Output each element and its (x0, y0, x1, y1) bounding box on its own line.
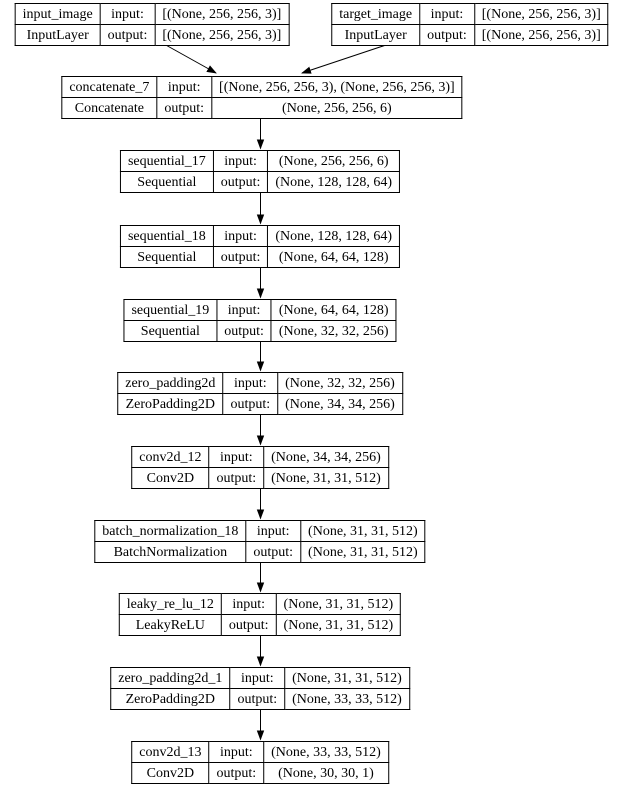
layer-name: leaky_re_lu_12 (118, 593, 222, 615)
layer-type: Sequential (119, 171, 214, 193)
layer-type: ZeroPadding2D (110, 688, 231, 710)
layer-type: Sequential (123, 320, 218, 342)
layer-name: sequential_18 (119, 225, 214, 247)
layer-node-conv2d_13: conv2d_13 input: (None, 33, 33, 512) Con… (131, 741, 389, 784)
output-label: output: (419, 24, 475, 46)
layer-name: batch_normalization_18 (94, 520, 247, 542)
input-label: input: (212, 150, 269, 172)
input-label: input: (222, 372, 279, 394)
output-label: output: (212, 171, 269, 193)
input-shape: (None, 31, 31, 512) (300, 520, 426, 542)
layer-type: Concatenate (61, 97, 158, 119)
input-label: input: (208, 446, 265, 468)
layer-type: BatchNormalization (94, 541, 247, 563)
layer-node-concatenate_7: concatenate_7 input: [(None, 256, 256, 3… (61, 76, 463, 119)
input-shape: (None, 34, 34, 256) (263, 446, 389, 468)
output-label: output: (208, 762, 265, 784)
layer-name: input_image (14, 3, 101, 25)
layer-node-zero_padding2d: zero_padding2d input: (None, 32, 32, 256… (117, 372, 403, 415)
output-shape: (None, 64, 64, 128) (267, 246, 401, 268)
layer-node-leaky_re_lu_12: leaky_re_lu_12 input: (None, 31, 31, 512… (118, 593, 402, 636)
edge-input_image-concatenate_7 (163, 43, 217, 74)
output-label: output: (99, 24, 156, 46)
layer-node-zero_padding2d_1: zero_padding2d_1 input: (None, 31, 31, 5… (110, 667, 410, 710)
input-label: input: (245, 520, 302, 542)
output-label: output: (208, 467, 265, 489)
output-label: output: (216, 320, 272, 342)
layer-type: LeakyReLU (118, 614, 222, 636)
layer-node-input_image: input_image input: [(None, 256, 256, 3)]… (14, 3, 290, 46)
layer-type: InputLayer (14, 24, 101, 46)
layer-type: InputLayer (331, 24, 421, 46)
output-shape: (None, 31, 31, 512) (263, 467, 389, 489)
input-shape: (None, 256, 256, 6) (267, 150, 401, 172)
output-shape: [(None, 256, 256, 3)] (154, 24, 290, 46)
input-label: input: (156, 76, 213, 98)
input-shape: (None, 33, 33, 512) (263, 741, 389, 763)
input-shape: [(None, 256, 256, 3), (None, 256, 256, 3… (211, 76, 463, 98)
layer-node-batch_normalization_18: batch_normalization_18 input: (None, 31,… (94, 520, 426, 563)
output-shape: (None, 256, 256, 6) (211, 97, 463, 119)
layer-node-sequential_17: sequential_17 input: (None, 256, 256, 6)… (119, 150, 401, 193)
layer-type: Conv2D (131, 467, 210, 489)
layer-name: conv2d_12 (131, 446, 210, 468)
output-label: output: (245, 541, 302, 563)
input-label: input: (229, 667, 286, 689)
layer-name: sequential_17 (119, 150, 214, 172)
output-shape: (None, 31, 31, 512) (275, 614, 402, 636)
layer-name: concatenate_7 (61, 76, 158, 98)
layer-type: ZeroPadding2D (117, 393, 224, 415)
output-label: output: (229, 688, 286, 710)
layer-name: conv2d_13 (131, 741, 210, 763)
input-shape: (None, 64, 64, 128) (270, 299, 397, 321)
input-label: input: (220, 593, 277, 615)
input-shape: (None, 32, 32, 256) (277, 372, 403, 394)
layer-node-conv2d_12: conv2d_12 input: (None, 34, 34, 256) Con… (131, 446, 389, 489)
layer-node-sequential_19: sequential_19 input: (None, 64, 64, 128)… (123, 299, 397, 342)
layer-node-target_image: target_image input: [(None, 256, 256, 3)… (331, 3, 609, 46)
output-label: output: (222, 393, 279, 415)
output-shape: (None, 31, 31, 512) (300, 541, 426, 563)
input-shape: [(None, 256, 256, 3)] (154, 3, 290, 25)
output-shape: (None, 32, 32, 256) (270, 320, 397, 342)
layer-name: zero_padding2d_1 (110, 667, 231, 689)
layer-name: sequential_19 (123, 299, 218, 321)
input-label: input: (419, 3, 475, 25)
output-shape: [(None, 256, 256, 3)] (473, 24, 609, 46)
layer-name: target_image (331, 3, 421, 25)
input-label: input: (212, 225, 269, 247)
output-shape: (None, 30, 30, 1) (263, 762, 389, 784)
output-shape: (None, 33, 33, 512) (284, 688, 410, 710)
input-shape: (None, 31, 31, 512) (284, 667, 410, 689)
edge-target_image-concatenate_7 (301, 43, 390, 74)
output-shape: (None, 128, 128, 64) (267, 171, 401, 193)
output-label: output: (156, 97, 213, 119)
input-shape: (None, 128, 128, 64) (267, 225, 401, 247)
layer-node-sequential_18: sequential_18 input: (None, 128, 128, 64… (119, 225, 401, 268)
input-shape: (None, 31, 31, 512) (275, 593, 402, 615)
layer-name: zero_padding2d (117, 372, 224, 394)
output-label: output: (220, 614, 277, 636)
input-label: input: (99, 3, 156, 25)
input-label: input: (208, 741, 265, 763)
layer-type: Conv2D (131, 762, 210, 784)
layer-type: Sequential (119, 246, 214, 268)
output-shape: (None, 34, 34, 256) (277, 393, 403, 415)
output-label: output: (212, 246, 269, 268)
input-shape: [(None, 256, 256, 3)] (473, 3, 609, 25)
input-label: input: (216, 299, 272, 321)
